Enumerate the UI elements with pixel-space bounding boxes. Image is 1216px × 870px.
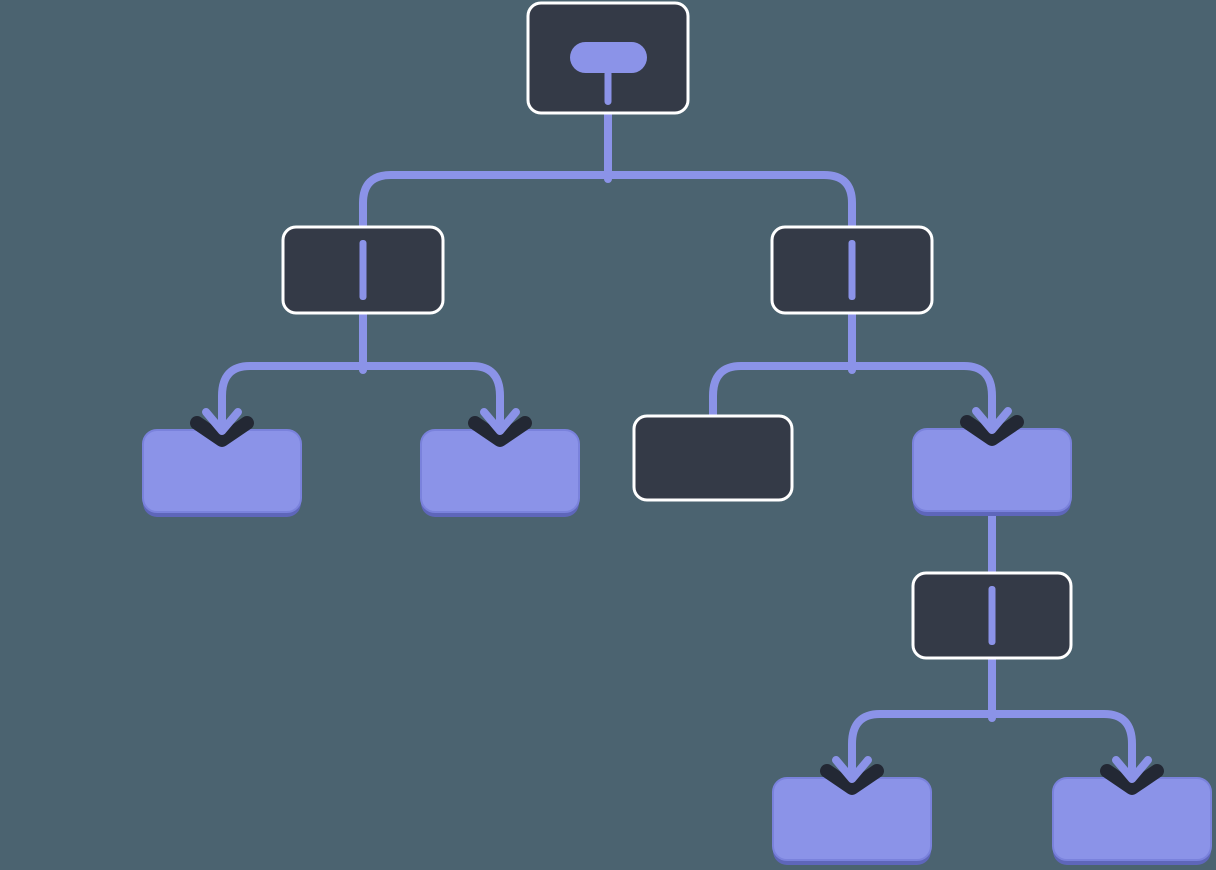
vertical-line-icon-branch-right — [848, 240, 856, 300]
connector-root-to-branches — [359, 171, 856, 240]
connector-branch-bottom-to-leaves — [848, 710, 1136, 778]
chevron-purple-icon — [480, 408, 520, 435]
connector-branch-right-to-children — [709, 362, 996, 429]
chevron-purple-icon — [972, 407, 1012, 434]
chevron-dark-icon — [468, 416, 532, 447]
chevron-purple-icon — [1112, 756, 1152, 783]
node-leaf-4[interactable] — [772, 777, 932, 865]
node-leaf-3[interactable] — [912, 428, 1072, 516]
node-leaf-2[interactable] — [420, 429, 580, 517]
chevron-purple-icon — [202, 408, 242, 435]
chevron-down-arrow-leaf-4 — [820, 756, 884, 795]
pill-stem-icon — [570, 42, 647, 105]
chevron-down-arrow-leaf-1 — [190, 408, 254, 447]
vertical-line-icon-branch-bottom — [988, 586, 996, 645]
connectors — [218, 102, 1136, 778]
chevron-purple-icon — [832, 756, 872, 783]
node-leaf-1[interactable] — [142, 429, 302, 517]
node-plain[interactable] — [632, 414, 794, 502]
chevron-dark-icon — [1100, 764, 1164, 795]
chevron-down-arrow-leaf-3 — [960, 407, 1024, 446]
connector-branch-left-to-leaves — [218, 362, 504, 430]
chevron-down-arrow-leaf-5 — [1100, 756, 1164, 795]
chevron-dark-icon — [820, 764, 884, 795]
vertical-line-icon-branch-left — [359, 240, 367, 300]
chevron-dark-icon — [960, 415, 1024, 446]
chevron-down-arrow-leaf-2 — [468, 408, 532, 447]
chevron-dark-icon — [190, 416, 254, 447]
